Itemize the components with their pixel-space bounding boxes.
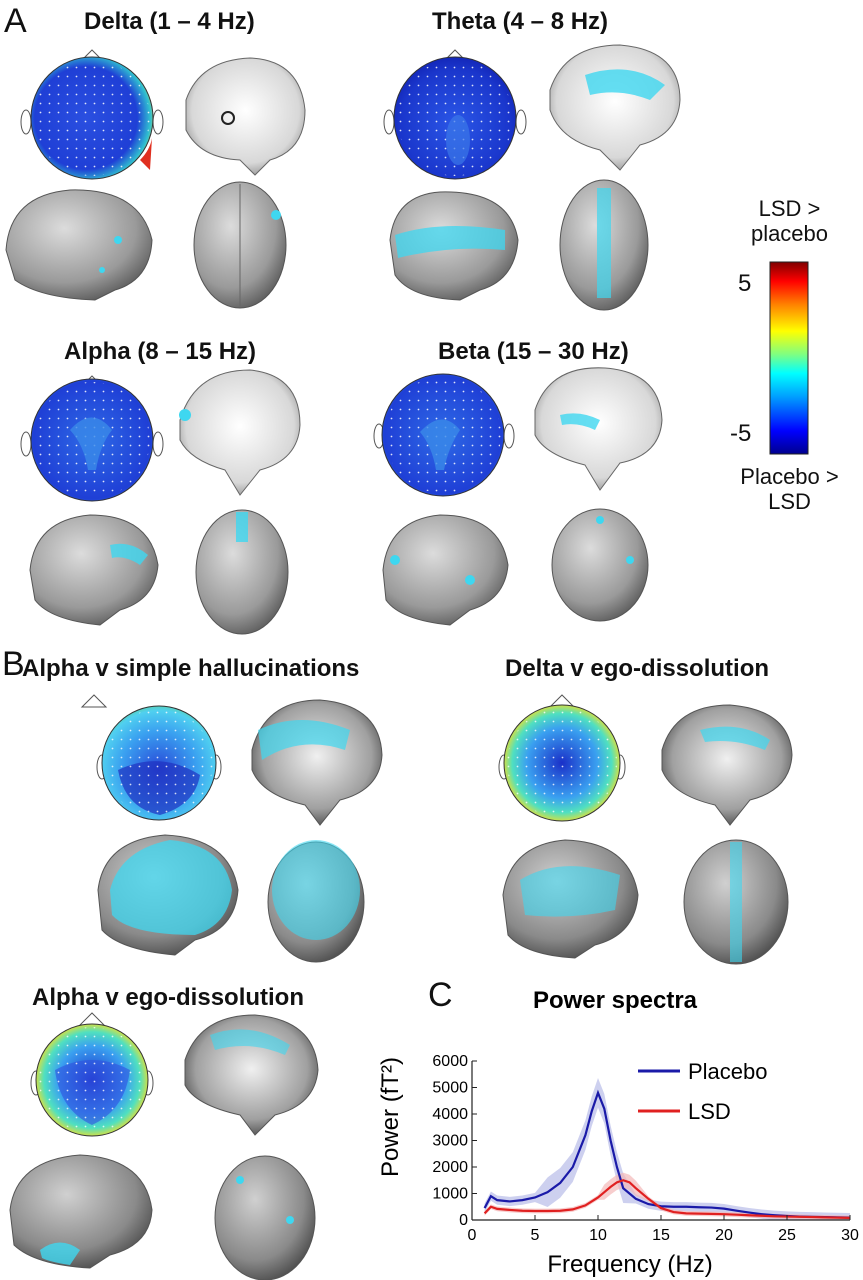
delta-sagittal-slice [185, 57, 306, 176]
delta-topomap [20, 49, 164, 180]
theta-lateral-brain [389, 191, 519, 301]
alpha-lateral-brain [29, 514, 159, 626]
delta-ego-topomap [498, 694, 626, 822]
alpha-band-title: Alpha (8 – 15 Hz) [64, 338, 257, 365]
panel-a-letter: A [4, 2, 27, 40]
colorbar-top-label-line2: placebo [750, 221, 829, 247]
y-tick-label: 4000 [432, 1106, 468, 1123]
series-placebo-band [484, 1077, 850, 1220]
colorbar-bottom-label-line1: Placebo > [740, 464, 839, 489]
y-tick-label: 0 [459, 1212, 468, 1229]
y-tick-label: 3000 [432, 1133, 468, 1150]
panel-c-letter: C [428, 976, 453, 1014]
alpha-ego-top-brain [214, 1155, 316, 1280]
delta-ego-title: Delta v ego-dissolution [505, 655, 770, 682]
delta-ego-sagittal-slice [661, 704, 793, 826]
delta-ego-lateral-brain [502, 839, 639, 959]
alpha-ego-title: Alpha v ego-dissolution [32, 984, 305, 1011]
y-tick-label: 6000 [432, 1053, 468, 1070]
panel-b-letter: B [2, 645, 25, 683]
beta-top-brain [551, 508, 649, 622]
x-tick-label: 5 [531, 1227, 540, 1244]
chart-title: Power spectra [533, 987, 698, 1014]
alpha-ego-lateral-brain [9, 1154, 153, 1269]
y-axis-label: Power (fT²) [377, 1057, 404, 1177]
delta-band-title: Delta (1 – 4 Hz) [84, 8, 255, 35]
delta-top-brain [193, 181, 287, 309]
x-tick-label: 15 [652, 1227, 670, 1244]
theta-top-brain [559, 179, 649, 311]
theta-band-title: Theta (4 – 8 Hz) [432, 8, 609, 35]
beta-lateral-brain [382, 514, 509, 626]
x-tick-label: 25 [778, 1227, 796, 1244]
colorbar-bottom-label-line2: LSD [768, 489, 811, 515]
alpha-top-brain [195, 509, 289, 635]
colorbar [769, 261, 809, 455]
panel-b-images [9, 694, 793, 1280]
colorbar-max-tick: 5 [738, 270, 752, 297]
beta-topomap [373, 373, 515, 497]
beta-sagittal-slice [534, 367, 663, 491]
colorbar-min-tick: -5 [730, 420, 752, 447]
alpha-hallucinations-sagittal-slice [251, 699, 383, 826]
beta-band-title: Beta (15 – 30 Hz) [438, 338, 629, 365]
alpha-ego-topomap [30, 1012, 154, 1137]
y-tick-label: 1000 [432, 1186, 468, 1203]
alpha-ego-sagittal-slice [184, 1014, 319, 1136]
theta-topomap [383, 49, 527, 180]
x-tick-label: 0 [468, 1227, 477, 1244]
alpha-hallucinations-lateral-brain [97, 834, 239, 956]
colorbar-top-label: LSD > placebo [722, 196, 857, 247]
series-lsd-line [483, 1179, 851, 1219]
x-tick-label: 10 [589, 1227, 607, 1244]
y-tick-label: 5000 [432, 1080, 468, 1097]
y-tick-label: 2000 [432, 1159, 468, 1176]
alpha-hallucinations-title: Alpha v simple hallucinations [22, 655, 360, 682]
x-axis-label: Frequency (Hz) [547, 1251, 712, 1278]
theta-sagittal-slice [549, 44, 681, 171]
power-spectra-chart: Power spectra 0 5 10 15 20 25 30 0 1000 2000 3000 4… [377, 987, 859, 1278]
alpha-hallucinations-top-brain [267, 840, 365, 963]
legend-placebo-label: Placebo [688, 1059, 768, 1084]
alpha-topomap [20, 375, 164, 502]
legend-lsd-label: LSD [688, 1099, 731, 1124]
x-tick-label: 30 [841, 1227, 859, 1244]
panel-a-images [5, 44, 809, 635]
x-tick-label: 20 [715, 1227, 733, 1244]
alpha-hallucinations-topomap [80, 694, 222, 821]
colorbar-bottom-label: Placebo > LSD [722, 464, 857, 515]
delta-lateral-brain [5, 189, 153, 301]
alpha-sagittal-slice [179, 369, 301, 496]
colorbar-top-label-line1: LSD > [758, 196, 821, 221]
delta-ego-top-brain [683, 839, 789, 965]
